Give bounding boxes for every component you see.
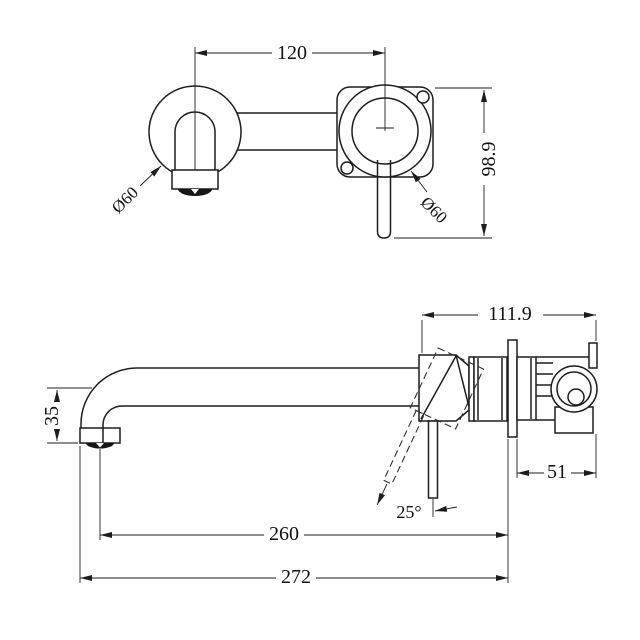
handle-swing-phantom bbox=[376, 347, 485, 506]
dimension-spout-drop-label: 35 bbox=[41, 406, 63, 426]
dimension-diameter-mixer: Ø60 bbox=[410, 170, 451, 227]
spout-outlet-side bbox=[79, 427, 121, 444]
dimension-spout-reach-label: 260 bbox=[269, 523, 299, 545]
mixer-handle-plan bbox=[376, 160, 392, 239]
aerator-side-notch bbox=[96, 443, 104, 448]
dimension-spout-drop: 35 bbox=[41, 387, 92, 444]
wall-flange bbox=[507, 339, 518, 438]
dimension-spacing-label: 120 bbox=[277, 42, 307, 64]
inlet-port-inner bbox=[556, 371, 592, 407]
dimension-diameter-spout-label: Ø60 bbox=[108, 183, 142, 217]
dimension-overall-reach: 272 bbox=[79, 446, 508, 588]
dimension-body-projection-label: 111.9 bbox=[488, 303, 532, 325]
spout-profile bbox=[79, 367, 419, 449]
dimension-handle-angle-label: 25° bbox=[396, 502, 421, 522]
dimension-overall-reach-label: 272 bbox=[281, 566, 311, 588]
dimension-body-projection: 111.9 bbox=[421, 303, 597, 353]
inwall-body bbox=[516, 342, 598, 434]
screw-hole-bottom bbox=[340, 161, 354, 175]
spout-plan bbox=[171, 111, 219, 196]
dimension-spacing: 120 bbox=[195, 42, 385, 64]
valve-cone bbox=[418, 354, 470, 422]
screw-hole-top bbox=[416, 90, 430, 104]
dimension-wall-section: 51 bbox=[516, 434, 597, 483]
aerator-notch bbox=[191, 189, 199, 194]
dimension-diameter-mixer-label: Ø60 bbox=[417, 193, 451, 227]
dimension-handle-angle: 25° bbox=[396, 499, 458, 522]
mixer-handle-side bbox=[427, 420, 439, 499]
plan-view: 120 Ø60 Ø60 98.9 bbox=[108, 42, 500, 239]
side-view: 25° 111.9 51 35 bbox=[41, 303, 598, 588]
dimension-height: 98.9 bbox=[394, 87, 500, 239]
dimension-spout-reach: 260 bbox=[99, 439, 509, 583]
dimension-diameter-spout: Ø60 bbox=[108, 165, 162, 217]
dimension-height-label: 98.9 bbox=[478, 142, 500, 177]
inwall-bar bbox=[237, 112, 337, 151]
dimension-wall-section-label: 51 bbox=[547, 461, 567, 483]
body-tab bbox=[588, 342, 598, 369]
inlet-port-plug bbox=[567, 388, 585, 406]
spout-outlet-plan bbox=[171, 169, 219, 190]
